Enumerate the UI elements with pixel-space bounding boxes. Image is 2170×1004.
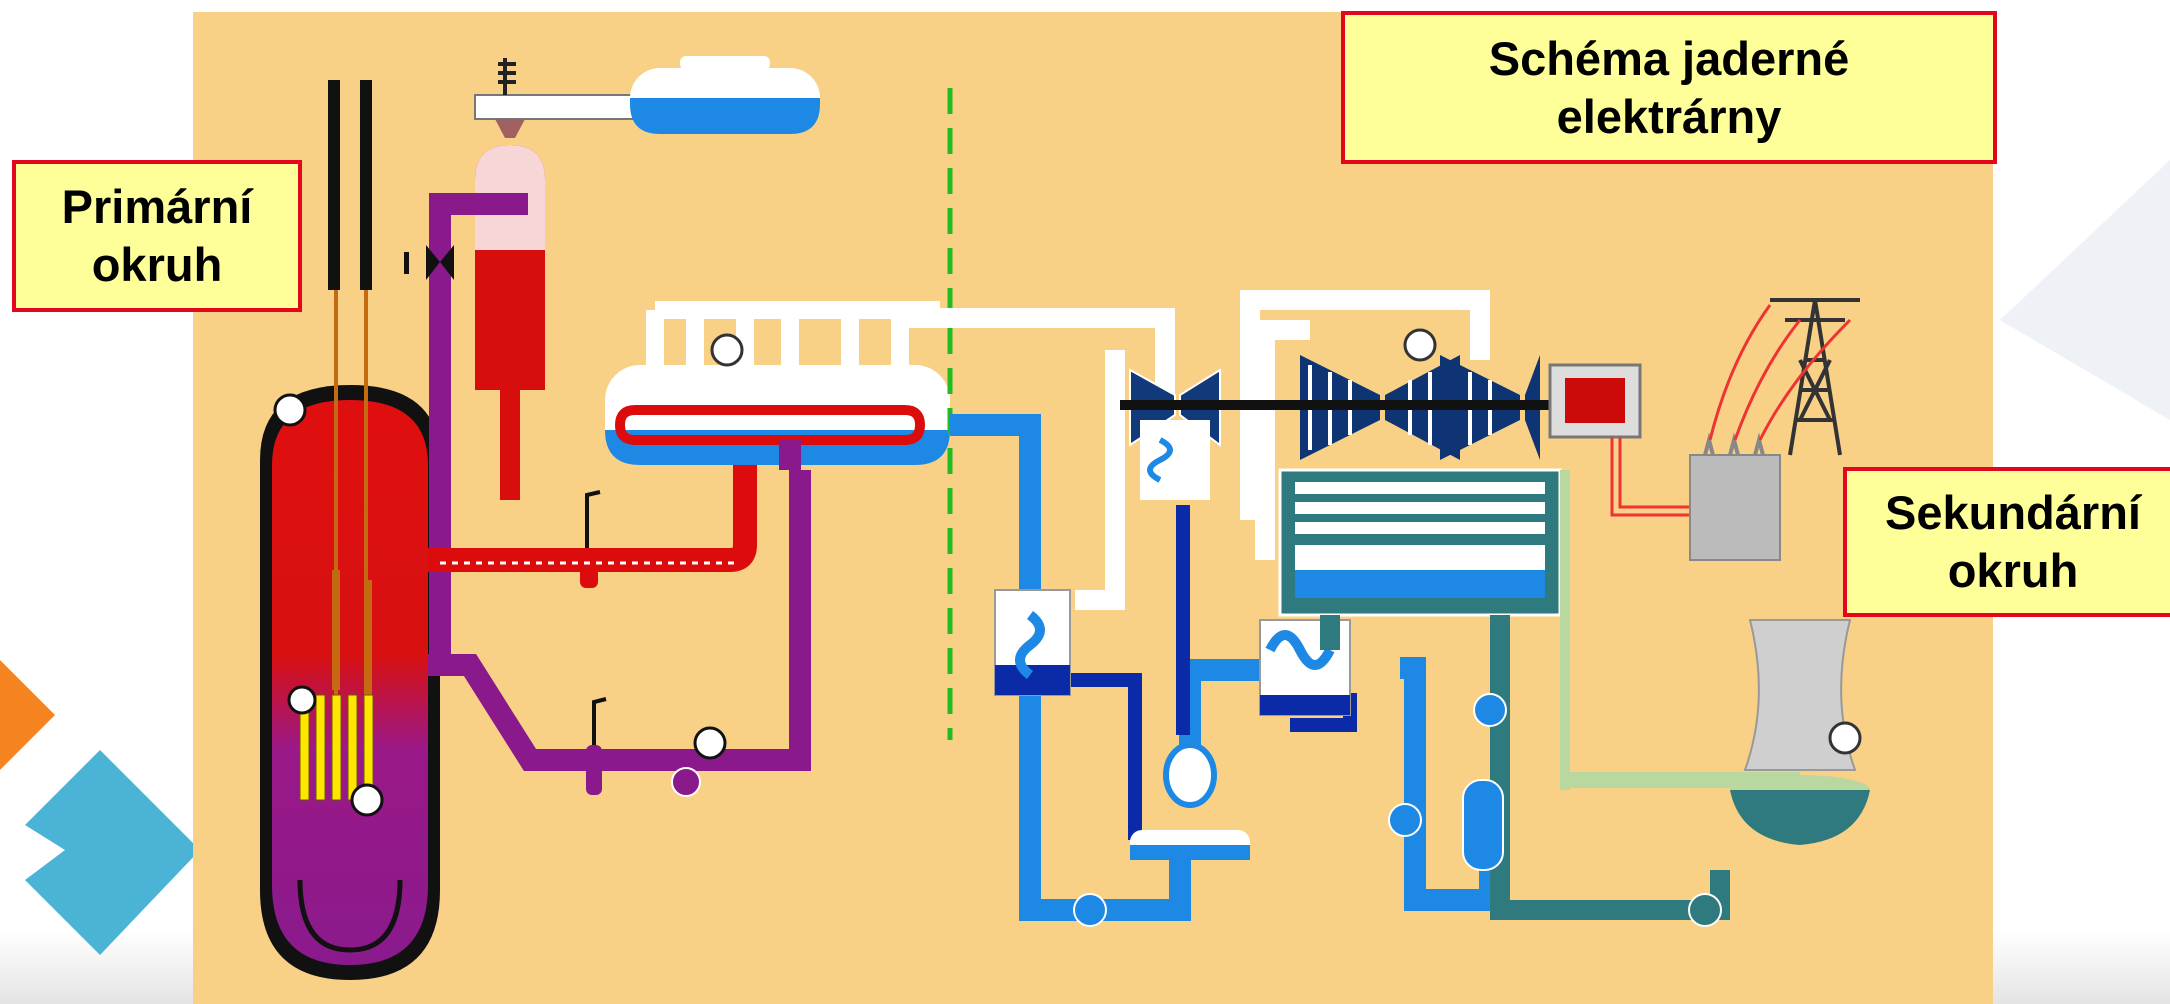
secondary-circuit-label: Sekundární okruh <box>1843 467 2170 617</box>
low-pressure-heater <box>994 589 1071 696</box>
pump-icon <box>671 767 701 797</box>
orange-arrow-decoration <box>0 660 55 770</box>
valve-icon <box>404 245 454 280</box>
deaerator <box>1130 742 1250 860</box>
generator <box>1548 363 1642 439</box>
control-rods <box>328 80 372 290</box>
purple-pipes <box>428 193 811 771</box>
transformer <box>1689 432 1781 561</box>
lp-turbines <box>1300 328 1540 460</box>
cooling-water-pipes <box>1320 615 1730 920</box>
diagram-title: Schéma jaderné elektrárny <box>1341 11 1997 164</box>
primary-circuit-label: Primární okruh <box>12 160 302 312</box>
light-triangle-decoration <box>2000 160 2170 420</box>
power-lines <box>1708 304 1852 441</box>
turbine-shaft <box>1120 400 1640 410</box>
pump-body-purple <box>586 745 602 795</box>
pump-body-red <box>580 548 598 588</box>
cooling-tower <box>1730 619 1870 845</box>
steam-generator <box>605 301 950 465</box>
hot-leg-pipe <box>428 440 757 572</box>
reactor-vessel <box>260 290 440 980</box>
water-tank <box>630 56 820 134</box>
condenser <box>1278 468 1570 790</box>
gauge-icon <box>693 726 727 760</box>
feedwater-pumps <box>1073 693 1722 927</box>
preheater <box>1462 779 1504 871</box>
hp-turbine <box>1129 368 1221 500</box>
blue-chevron-decoration <box>25 750 200 955</box>
